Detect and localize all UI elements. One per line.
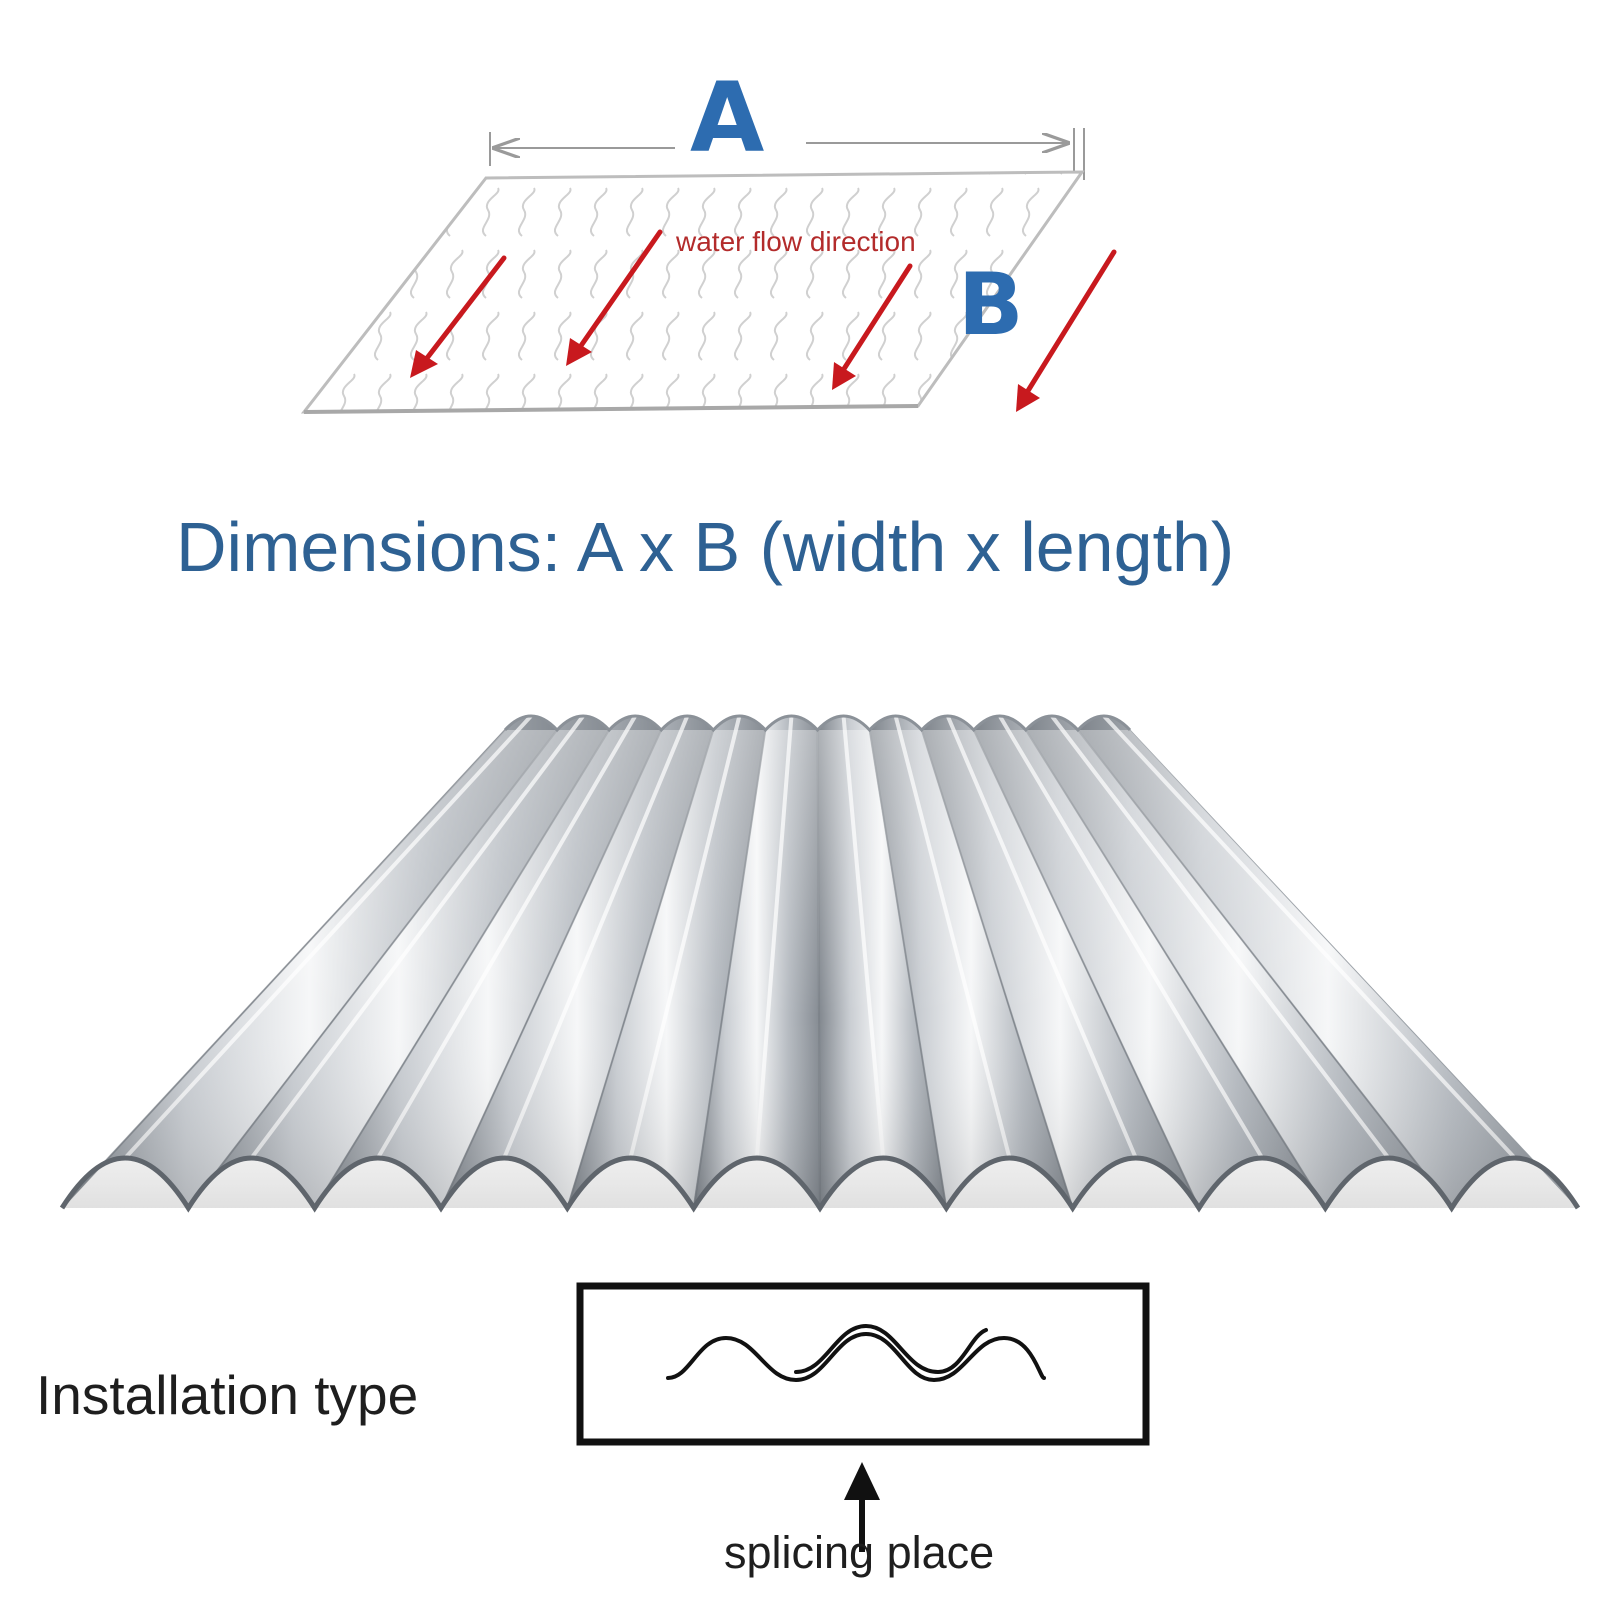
- sheet-bottom-edge: [59, 1155, 1581, 1213]
- flow-arrow-icon: [410, 255, 507, 378]
- dimensions-caption: Dimensions: A x B (width x length): [176, 508, 1235, 586]
- up-arrow-icon: [844, 1462, 880, 1552]
- dimension-b-label: B: [958, 255, 1024, 355]
- wave-profile-icon: [666, 1323, 1046, 1383]
- flat-sheet: [300, 170, 1085, 414]
- flow-arrow-icon: [1016, 249, 1117, 412]
- flow-arrow-icon: [832, 263, 913, 390]
- dimension-a-line: [489, 128, 1085, 180]
- flow-arrow-icon: [566, 229, 663, 366]
- flow-arrows: [410, 229, 1117, 412]
- installation-type-label: Installation type: [36, 1364, 419, 1426]
- splicing-place-label: splicing place: [724, 1527, 995, 1578]
- dimension-a-label: A: [690, 62, 765, 174]
- sheet-shading: [62, 730, 1578, 1208]
- sheet-top-edge: [503, 714, 1132, 733]
- installation-box: [576, 1282, 1150, 1446]
- water-flow-label: water flow direction: [676, 226, 916, 257]
